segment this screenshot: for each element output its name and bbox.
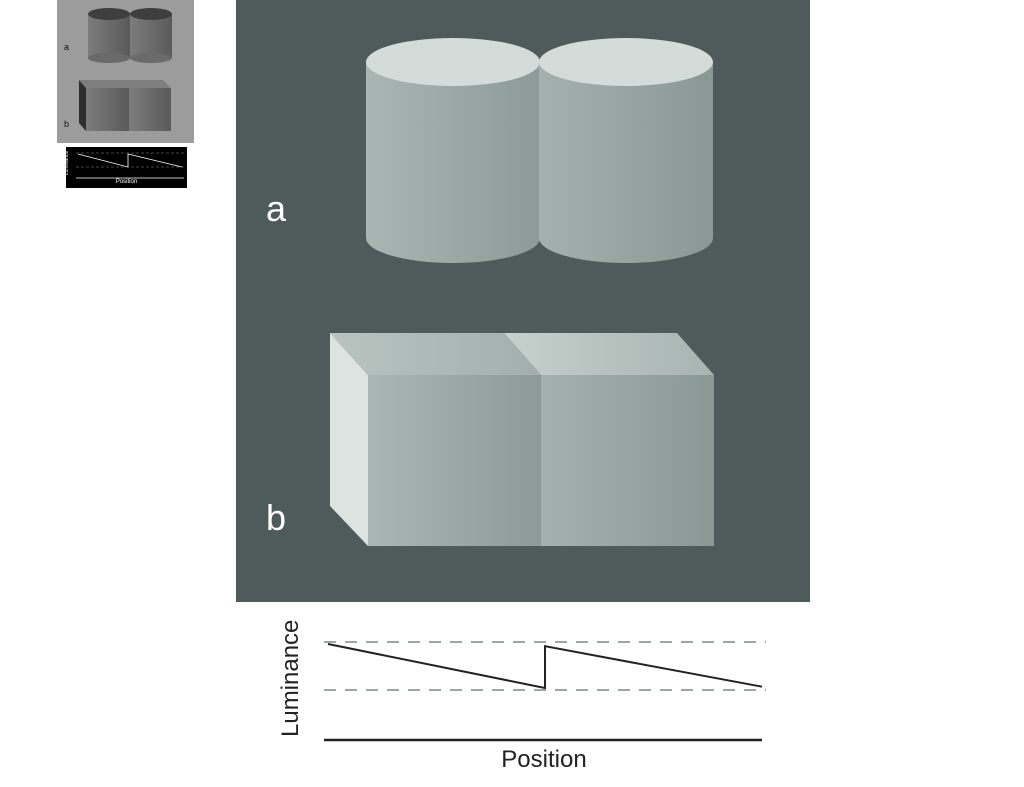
- thumbnail-label-b: b: [64, 119, 70, 129]
- figure-label-b: b: [266, 497, 287, 538]
- main-objects: [330, 38, 714, 546]
- graph-ylabel: Luminance: [277, 619, 304, 737]
- thumbnail-cylinder-left: [88, 8, 130, 63]
- thumbnail-cubes: [79, 80, 171, 131]
- thumbnail-cylinder-right: [130, 8, 172, 63]
- thumbnail-graph: Luminance Position: [64, 147, 187, 188]
- cube-right: [504, 333, 714, 546]
- cube-left: [330, 333, 541, 546]
- graph-xlabel: Position: [501, 746, 587, 773]
- thumbnail-graph-xlabel: Position: [115, 179, 138, 185]
- cylinder-left: [366, 38, 540, 263]
- luminance-profile-line: [327, 643, 763, 690]
- thumbnail-objects: [79, 8, 172, 131]
- thumbnail-graph-plot: [76, 152, 184, 179]
- thumbnail-label-a: a: [64, 42, 70, 52]
- luminance-graph: [324, 641, 766, 742]
- thumbnail-graph-ylabel: Luminance: [64, 150, 71, 176]
- thumbnail-figure: a b: [57, 0, 194, 143]
- cylinder-right: [539, 38, 713, 263]
- figure-label-a: a: [266, 188, 287, 229]
- main-figure: a b: [236, 0, 810, 602]
